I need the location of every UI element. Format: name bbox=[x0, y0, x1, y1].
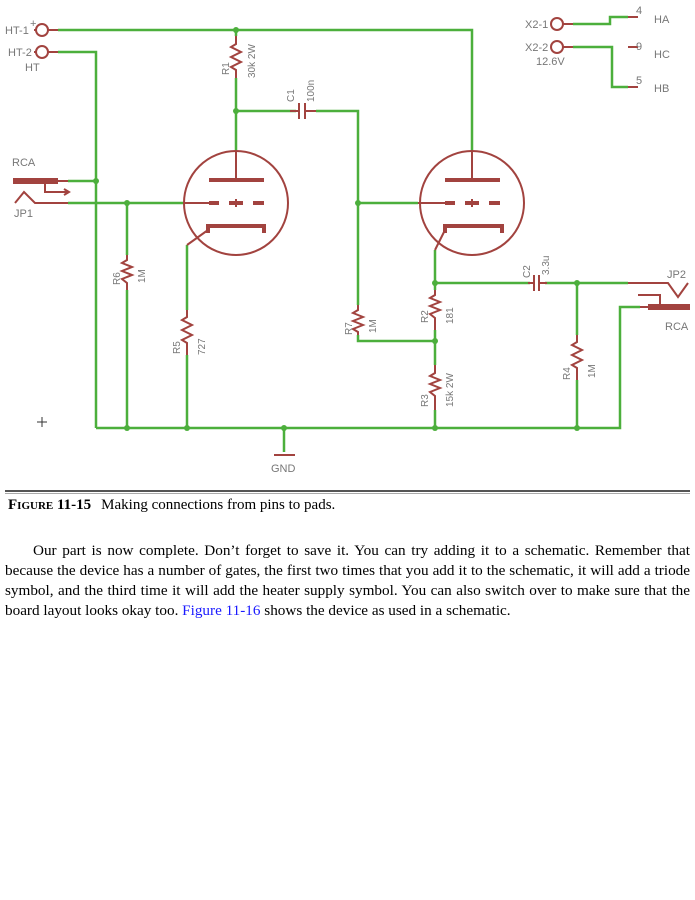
hb-label: HB bbox=[654, 83, 669, 95]
jp2-label: JP2 bbox=[667, 269, 686, 281]
c2-value: 3.3u bbox=[541, 256, 552, 275]
ha-label: HA bbox=[654, 14, 670, 26]
paragraph-text-end: shows the device as used in a schematic. bbox=[260, 602, 511, 619]
capacitors bbox=[290, 103, 547, 291]
triode-1 bbox=[183, 150, 289, 256]
jp1-label: JP1 bbox=[14, 208, 33, 220]
c1-label: C1 bbox=[286, 89, 297, 102]
r5-label: R5 bbox=[172, 341, 183, 354]
r7-label: R7 bbox=[344, 322, 355, 335]
r1-value: 30k 2W bbox=[247, 44, 258, 78]
pads bbox=[34, 16, 638, 88]
r1-label: R1 bbox=[221, 62, 232, 75]
c1-value: 100n bbox=[306, 80, 317, 102]
rca2-label: RCA bbox=[665, 321, 689, 333]
resistors bbox=[119, 36, 585, 410]
schematic-diagram: HT-1 + HT-2 HT X2-1 X2-2 12.6V 4 9 5 HA … bbox=[5, 5, 690, 475]
r4-label: R4 bbox=[562, 367, 573, 380]
gnd-label: GND bbox=[271, 463, 296, 475]
triode-2 bbox=[418, 150, 525, 256]
ht1-label: HT-1 bbox=[5, 25, 29, 37]
pin5: 5 bbox=[636, 75, 642, 87]
x22-label: X2-2 bbox=[525, 42, 548, 54]
hc-label: HC bbox=[654, 49, 670, 61]
wires bbox=[58, 15, 640, 452]
rca1-label: RCA bbox=[12, 157, 36, 169]
caption-rule bbox=[5, 490, 690, 494]
r4-value: 1M bbox=[587, 364, 598, 378]
origin-cross-icon bbox=[37, 417, 47, 427]
voltage-label: 12.6V bbox=[536, 56, 565, 68]
r6-label: R6 bbox=[112, 272, 123, 285]
ht2-label: HT-2 bbox=[8, 47, 32, 59]
ht-label: HT bbox=[25, 62, 40, 74]
junctions bbox=[93, 27, 580, 431]
c2-label: C2 bbox=[522, 265, 533, 278]
pin9: 9 bbox=[636, 41, 642, 53]
r6-value: 1M bbox=[137, 269, 148, 283]
body-paragraph: Our part is now complete. Don’t forget t… bbox=[5, 541, 690, 621]
r7-value: 1M bbox=[368, 319, 379, 333]
figure-number: Figure 11-15 bbox=[8, 497, 92, 513]
figure-link[interactable]: Figure 11-16 bbox=[182, 602, 261, 619]
rca-jack-2 bbox=[628, 282, 690, 310]
paragraph-text: Our part is now complete. Don’t forget t… bbox=[5, 542, 690, 619]
r2-value: 181 bbox=[445, 307, 456, 324]
pin4: 4 bbox=[636, 5, 642, 17]
x21-label: X2-1 bbox=[525, 19, 548, 31]
r5-value: 727 bbox=[197, 338, 208, 355]
caption-text: Making connections from pins to pads. bbox=[101, 497, 336, 513]
figure-caption: Figure 11-15 Making connections from pins… bbox=[8, 497, 335, 514]
ht1-plus: + bbox=[30, 18, 36, 30]
r2-label: R2 bbox=[420, 310, 431, 323]
r3-label: R3 bbox=[420, 394, 431, 407]
r3-value: 15k 2W bbox=[445, 373, 456, 407]
rca-jack-1 bbox=[13, 178, 71, 204]
